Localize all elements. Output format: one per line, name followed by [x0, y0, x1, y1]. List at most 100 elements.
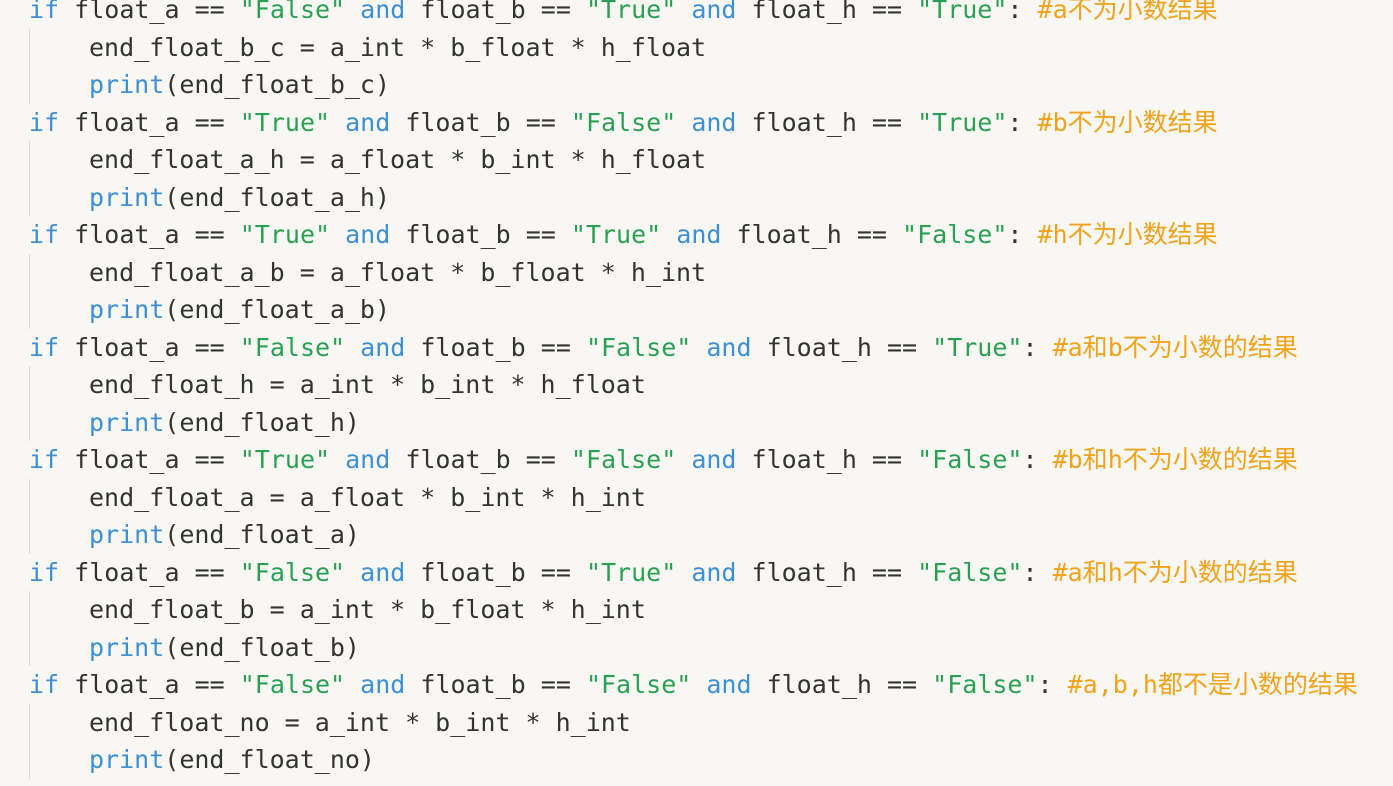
code-token: if: [29, 670, 60, 699]
code-token: "False": [585, 670, 692, 699]
code-token: print: [89, 182, 165, 212]
indent-guide: [29, 591, 30, 666]
code-token: (end_float_b): [164, 632, 360, 662]
code-token: "True": [585, 0, 677, 24]
code-token: :: [1007, 107, 1038, 137]
indent-guide: [29, 253, 30, 329]
code-token: 不为小数结果: [1067, 0, 1218, 24]
code-token: [345, 558, 360, 587]
indent-guide: [29, 478, 30, 554]
code-token: [691, 670, 706, 699]
code-token: and: [706, 332, 752, 362]
code-token: end_float_no = a_int * b_int * h_int: [89, 707, 631, 737]
code-line: if float_a == "False" and float_b == "Fa…: [29, 666, 1358, 703]
code-token: (end_float_a_b): [164, 295, 391, 324]
code-token: print: [89, 295, 165, 324]
code-token: float_a ==: [59, 220, 240, 249]
code-token: and: [691, 445, 737, 474]
code-token: "True": [932, 332, 1023, 362]
code-line: end_float_a_b = a_float * b_float * h_in…: [89, 254, 706, 291]
code-token: 和: [1082, 557, 1108, 587]
code-token: float_h ==: [736, 445, 918, 474]
code-token: if: [29, 445, 60, 474]
code-line: if float_a == "True" and float_b == "Fal…: [29, 441, 1298, 478]
code-token: [330, 220, 345, 249]
code-token: float_a ==: [59, 0, 240, 24]
code-token: if: [29, 220, 60, 249]
code-token: [330, 108, 345, 137]
code-token: "True": [570, 220, 662, 249]
code-token: "False": [239, 332, 346, 362]
code-token: float_a ==: [59, 670, 240, 699]
code-line: if float_a == "False" and float_b == "Tr…: [29, 0, 1218, 28]
code-token: float_a ==: [59, 332, 240, 362]
indent-guide: [29, 703, 30, 779]
code-line: if float_a == "True" and float_b == "Tru…: [29, 216, 1218, 253]
indent-guide: [29, 366, 30, 441]
indent-guide: [29, 28, 30, 104]
code-token: 和: [1082, 332, 1108, 362]
code-token: 不为小数的结果: [1122, 445, 1298, 474]
code-token: [691, 333, 706, 362]
code-token: "True": [239, 107, 331, 137]
code-line: end_float_no = a_int * b_int * h_int: [89, 704, 631, 741]
code-token: [676, 445, 691, 474]
code-line: end_float_b = a_int * b_float * h_int: [89, 591, 646, 628]
code-line: print(end_float_h): [89, 404, 360, 441]
code-token: :: [1022, 445, 1053, 474]
code-token: if: [29, 107, 60, 137]
code-token: "False": [932, 670, 1038, 699]
code-line: end_float_a_h = a_float * b_int * h_floa…: [89, 141, 706, 178]
code-token: "False": [239, 557, 346, 587]
code-token: float_h ==: [721, 220, 903, 249]
code-token: and: [706, 670, 752, 699]
code-line: if float_a == "False" and float_b == "Fa…: [29, 329, 1298, 366]
code-token: float_a ==: [59, 107, 240, 137]
code-token: end_float_a = a_float * b_int * h_int: [89, 482, 646, 512]
code-token: "False": [585, 332, 692, 362]
code-token: float_h ==: [736, 557, 918, 587]
code-token: "True": [917, 107, 1008, 137]
code-line: end_float_a = a_float * b_int * h_int: [89, 479, 646, 516]
code-token: #a,b,h: [1067, 670, 1158, 699]
code-line: print(end_float_b): [89, 629, 360, 666]
code-token: float_b ==: [405, 332, 586, 362]
code-line: print(end_float_no): [89, 741, 375, 778]
code-token: [676, 108, 691, 137]
code-token: and: [691, 0, 737, 24]
code-token: and: [345, 107, 391, 137]
code-token: and: [360, 0, 406, 24]
code-token: [661, 220, 676, 249]
code-token: #b: [1052, 445, 1083, 474]
code-token: if: [29, 557, 60, 587]
code-token: "False": [239, 670, 346, 699]
code-token: #a: [1052, 557, 1083, 587]
code-token: end_float_b = a_int * b_float * h_int: [89, 595, 646, 624]
code-token: (end_float_a_h): [164, 182, 391, 212]
code-token: end_float_b_c = a_int * b_float * h_floa…: [89, 32, 707, 62]
code-token: 不为小数的结果: [1122, 557, 1298, 587]
code-token: float_h ==: [751, 332, 933, 362]
code-token: :: [1007, 220, 1038, 249]
code-token: "False": [570, 445, 677, 474]
code-token: float_h ==: [751, 670, 933, 699]
code-token: float_a ==: [59, 557, 240, 587]
code-token: and: [345, 220, 391, 249]
code-line: if float_a == "True" and float_b == "Fal…: [29, 104, 1218, 141]
code-token: #a: [1037, 0, 1068, 24]
code-token: (end_float_a): [164, 520, 360, 549]
code-token: float_b ==: [405, 670, 586, 699]
code-line: print(end_float_a_b): [89, 291, 390, 328]
code-line: end_float_b_c = a_int * b_float * h_floa…: [89, 29, 706, 66]
code-token: float_b ==: [405, 557, 586, 587]
code-token: "True": [585, 557, 677, 587]
code-token: end_float_h = a_int * b_int * h_float: [89, 370, 646, 399]
code-token: print: [89, 520, 165, 549]
code-token: :: [1007, 0, 1038, 24]
code-token: print: [89, 70, 165, 99]
code-token: end_float_a_h = a_float * b_int * h_floa…: [89, 145, 707, 174]
code-token: "True": [239, 220, 331, 249]
code-token: 不为小数结果: [1067, 107, 1218, 137]
code-token: #h: [1037, 220, 1068, 249]
